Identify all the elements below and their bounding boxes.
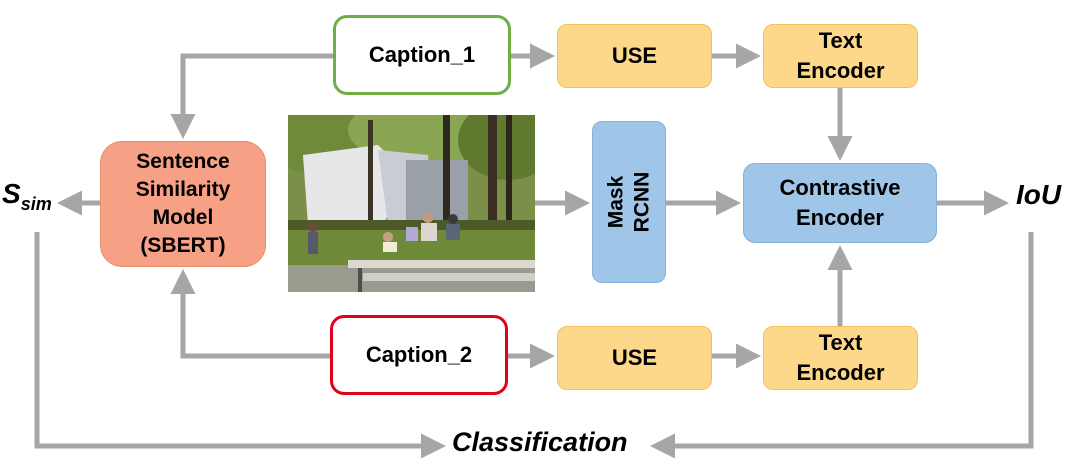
mask-rcnn-line-2: RCNN — [629, 171, 653, 233]
sbert-line-2: Similarity — [135, 178, 231, 201]
sbert-line-1: Sentence — [136, 150, 230, 173]
use-1-label: USE — [611, 43, 658, 68]
caption-2-box: Caption_2 — [330, 315, 508, 395]
s-sim-subscript: sim — [20, 194, 52, 214]
arrow-caption1-to-sbert — [170, 53, 333, 139]
caption-2-label: Caption_2 — [365, 342, 473, 367]
classification-label: Classification — [452, 427, 628, 457]
caption-1-label: Caption_1 — [368, 42, 476, 67]
iou-label: IoU — [1016, 179, 1062, 210]
text-encoder-2-line-2: Encoder — [796, 360, 885, 385]
mask-rcnn-line-1: Mask — [603, 175, 627, 229]
contrastive-line-1: Contrastive — [779, 175, 901, 200]
text-encoder-2-box: Text Encoder — [763, 326, 918, 390]
scene-photo — [288, 115, 535, 292]
mask-rcnn-box: Mask RCNN — [592, 121, 666, 283]
text-encoder-1-line-1: Text — [818, 28, 863, 53]
s-sim-base: S — [2, 178, 21, 209]
contrastive-line-2: Encoder — [795, 205, 884, 230]
text-encoder-1-box: Text Encoder — [763, 24, 918, 88]
use-2-label: USE — [611, 345, 658, 370]
use-1-box: USE — [557, 24, 712, 88]
use-2-box: USE — [557, 326, 712, 390]
sbert-line-4: (SBERT) — [140, 234, 226, 257]
caption-1-box: Caption_1 — [333, 15, 511, 95]
arrow-ssim-to-classification — [34, 232, 446, 459]
arrow-caption2-to-sbert — [170, 269, 330, 359]
sbert-line-3: Model — [152, 206, 214, 229]
text-encoder-2-line-1: Text — [818, 330, 863, 355]
s-sim-label: Ssim — [2, 178, 52, 215]
text-encoder-1-line-2: Encoder — [796, 58, 885, 83]
arrow-iou-to-classification — [650, 232, 1034, 459]
contrastive-encoder-box: Contrastive Encoder — [743, 163, 937, 243]
sentence-similarity-model-box: Sentence Similarity Model (SBERT) — [100, 141, 266, 267]
